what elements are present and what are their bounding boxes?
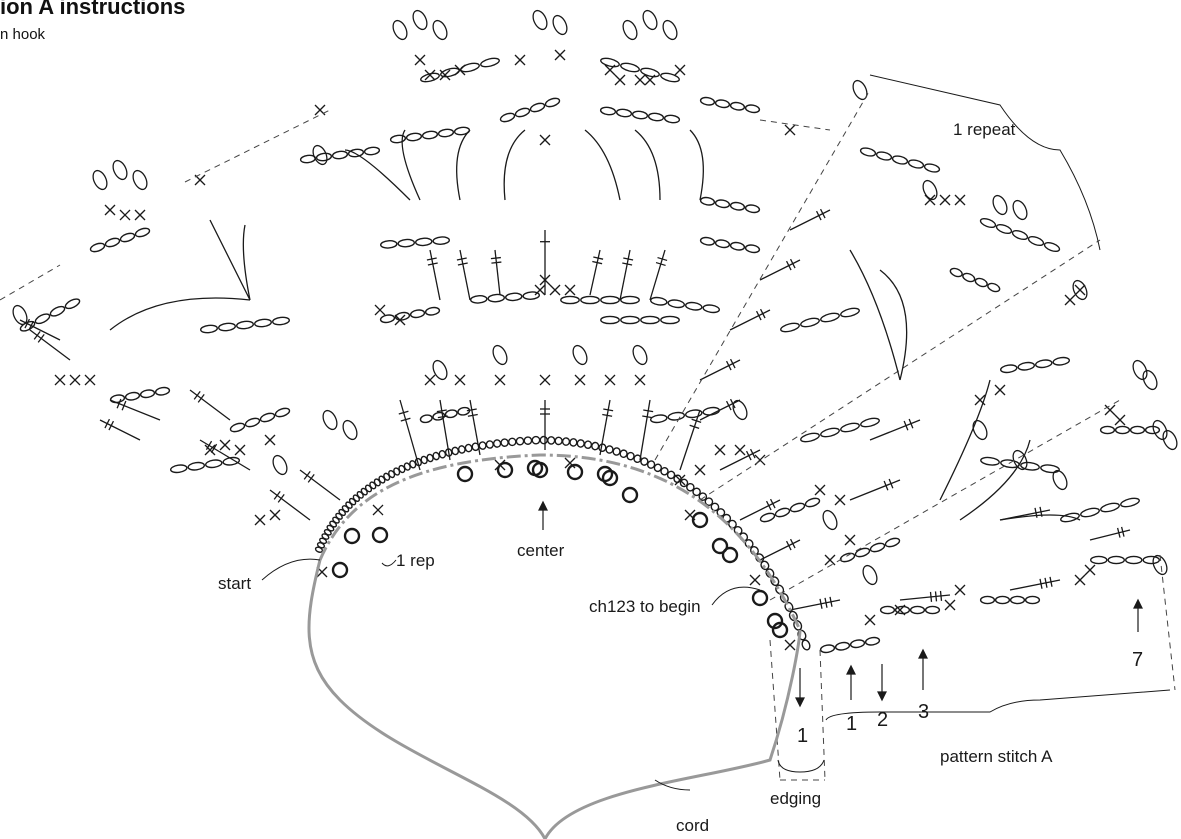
pattern-stitch-label: pattern stitch A xyxy=(940,747,1053,766)
row-2-number: 2 xyxy=(877,709,888,731)
row-7-number: 7 xyxy=(1132,649,1143,671)
center-label: center xyxy=(517,541,565,560)
edging-bracket xyxy=(778,760,824,772)
repeat-guide-lines xyxy=(0,90,1175,780)
ch-begin-label: ch123 to begin xyxy=(589,597,701,616)
cord-line xyxy=(309,560,800,839)
rep-label: 1 rep xyxy=(396,551,435,570)
chain-stitches xyxy=(19,57,1159,654)
row-3-number: 3 xyxy=(918,701,929,723)
start-label: start xyxy=(218,574,251,593)
repeat-bracket xyxy=(870,75,1100,250)
row-1-number: 1 xyxy=(846,713,857,735)
edging-label: edging xyxy=(770,789,821,808)
edging-row-number: 1 xyxy=(797,725,808,747)
cord-label: cord xyxy=(676,816,709,835)
rep-leader xyxy=(382,560,396,566)
start-leader xyxy=(262,559,320,580)
repeat-label: 1 repeat xyxy=(953,120,1016,139)
stitch-symbols xyxy=(10,8,1179,650)
